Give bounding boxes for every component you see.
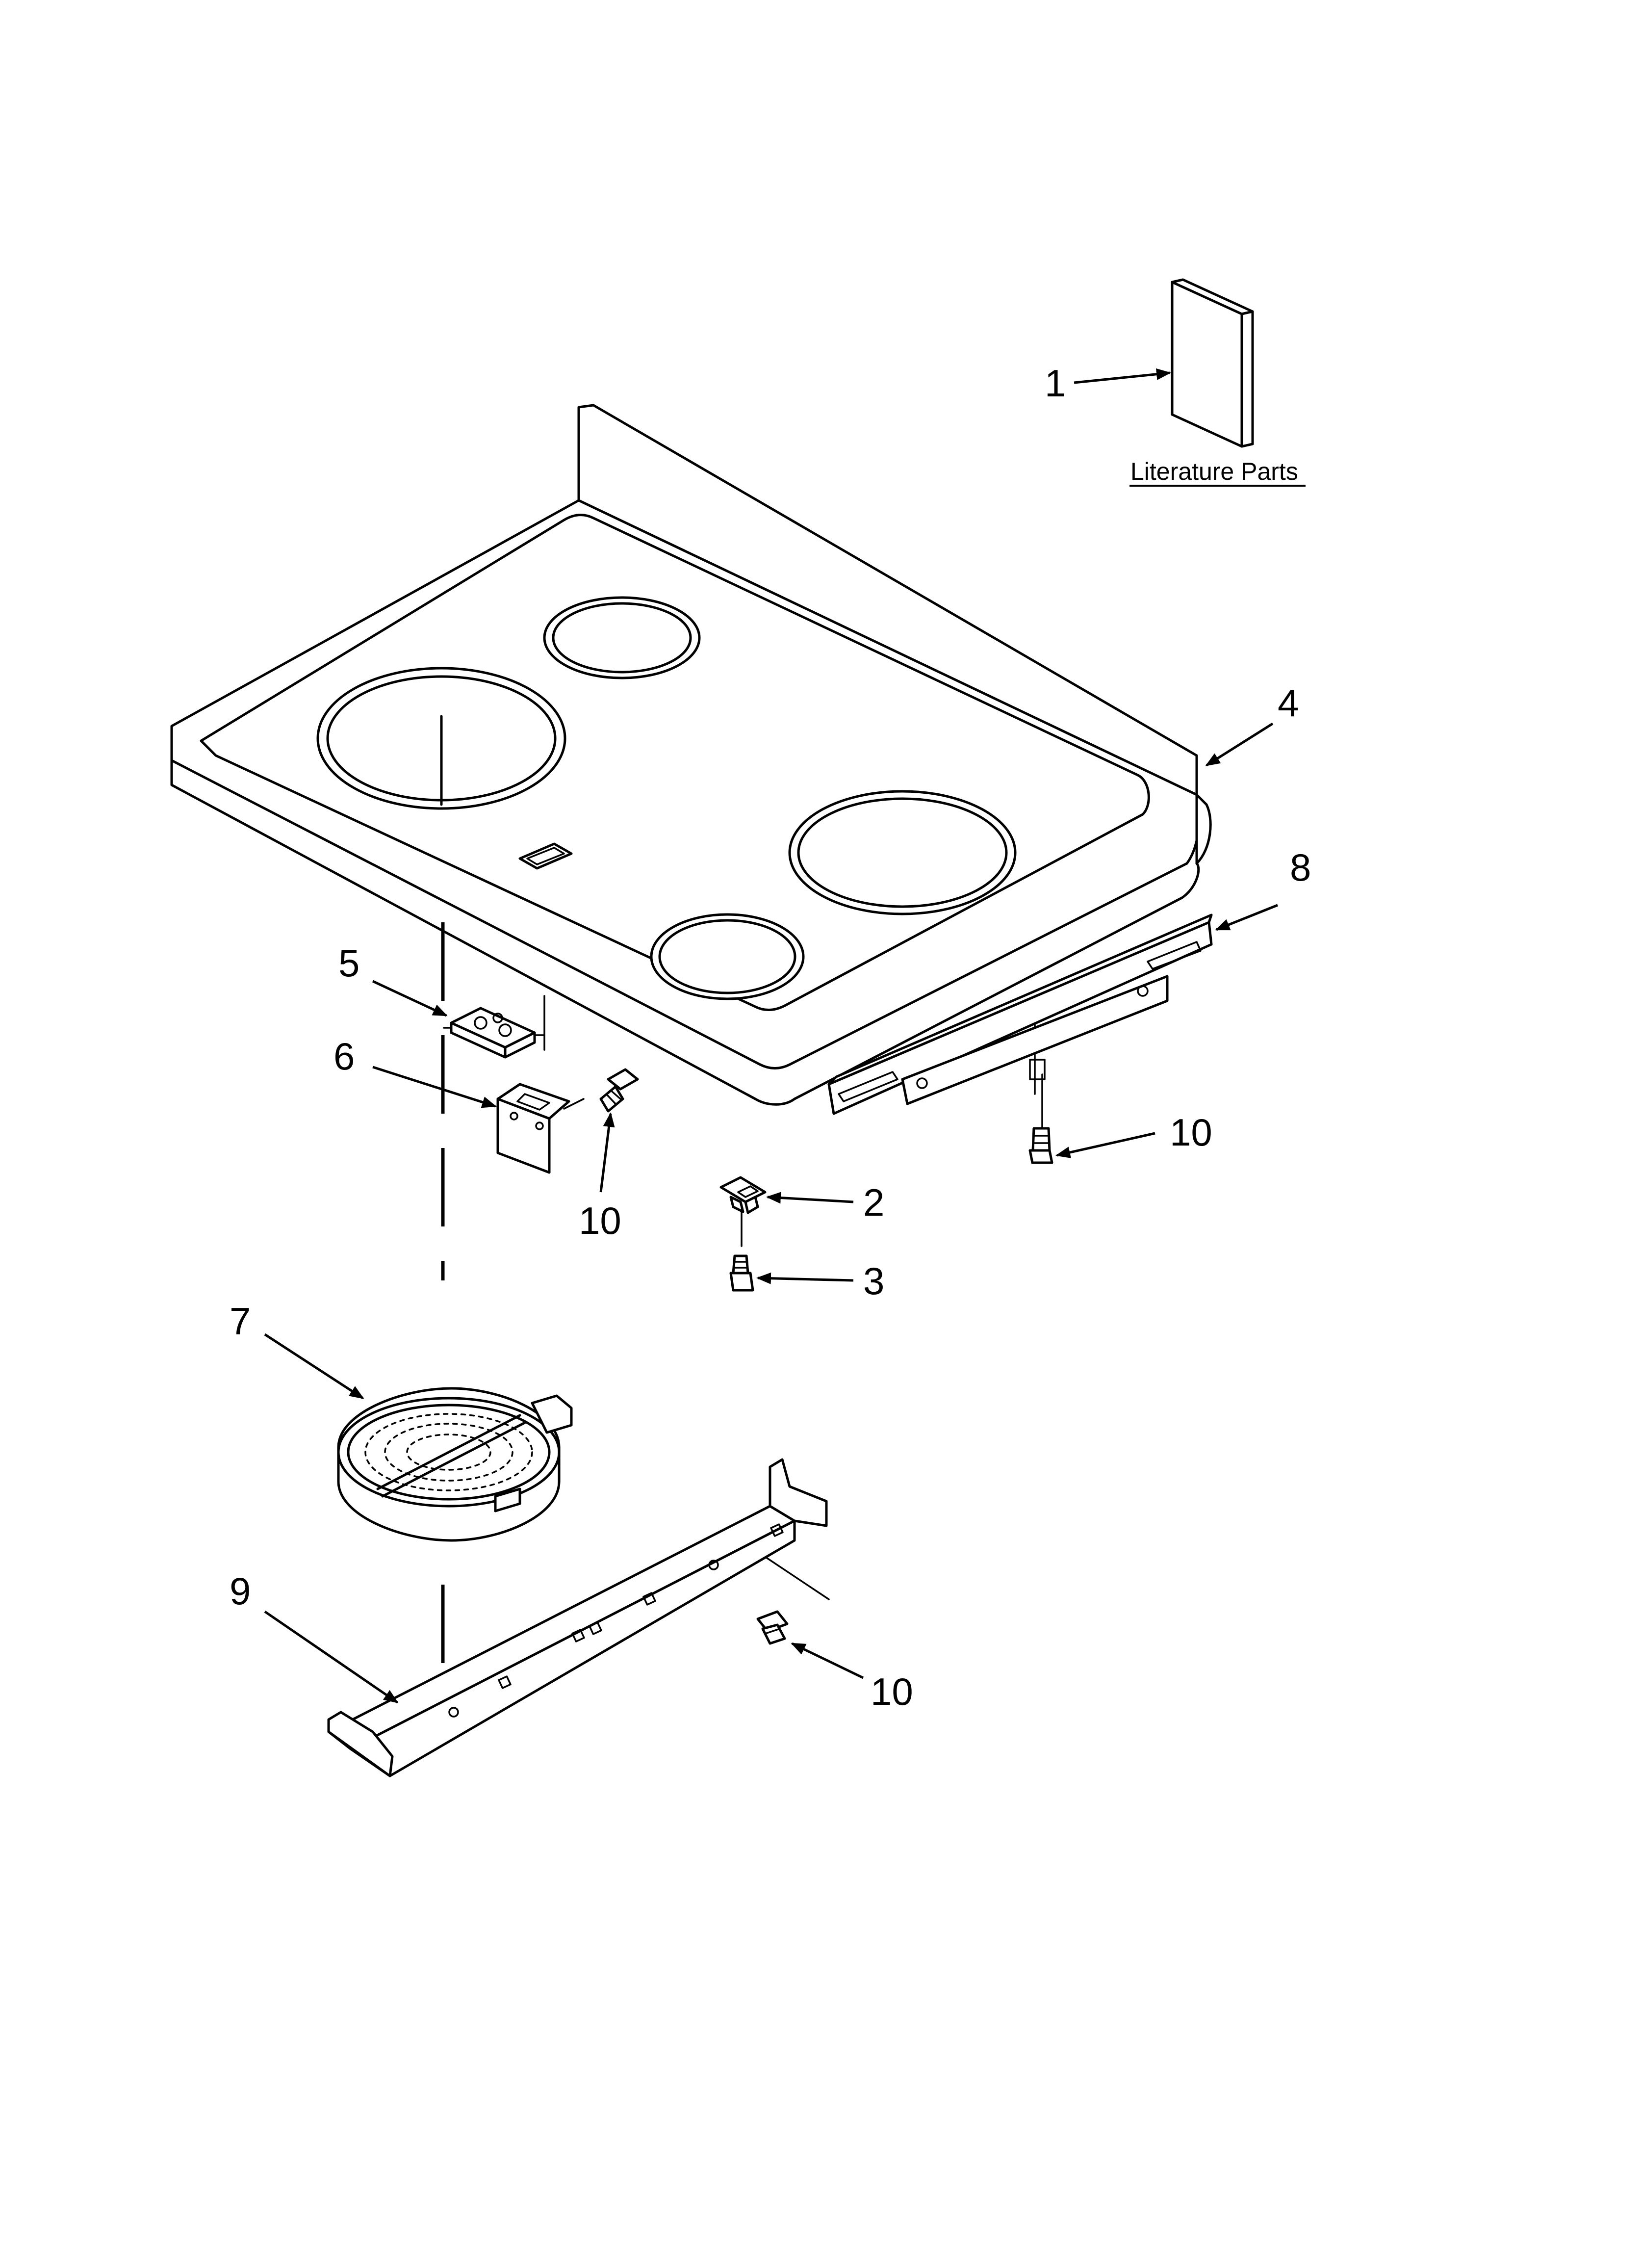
screw-upper-left: [599, 1068, 639, 1113]
radiant-surface-element: [337, 1387, 573, 1542]
literature-parts-caption: Literature Parts: [1130, 458, 1298, 485]
callout-3: 3: [863, 1259, 884, 1303]
callout-9: 9: [230, 1569, 251, 1613]
callout-1: 1: [1045, 362, 1066, 405]
mounting-screw: [729, 1254, 754, 1292]
alignment-lines: [441, 922, 1043, 1663]
callout-10-lower: 10: [871, 1670, 913, 1713]
callout-10-left: 10: [579, 1199, 621, 1242]
screw-right: [1028, 1127, 1053, 1164]
callout-7: 7: [230, 1300, 251, 1343]
callout-8: 8: [1290, 846, 1311, 889]
mounting-clip: [719, 1176, 767, 1214]
indicator-bracket: [496, 1083, 570, 1174]
callout-4: 4: [1278, 681, 1299, 725]
control-panel-bracket: [827, 913, 1213, 1115]
callout-5: 5: [338, 941, 359, 985]
callout-10-right: 10: [1170, 1111, 1212, 1154]
callout-2: 2: [863, 1181, 884, 1224]
leader-lines: [264, 368, 1278, 1704]
cooktop-main-top: [170, 404, 1212, 1106]
support-channel: [327, 1458, 828, 1777]
screw-lower: [756, 1610, 789, 1645]
callout-labels: 1 2 3 4 5 6 7 8 9 10 10 10: [230, 362, 1311, 1713]
callout-6: 6: [334, 1035, 355, 1078]
indicator-terminal-block: [443, 1007, 545, 1059]
literature-booklet: [1171, 278, 1254, 448]
